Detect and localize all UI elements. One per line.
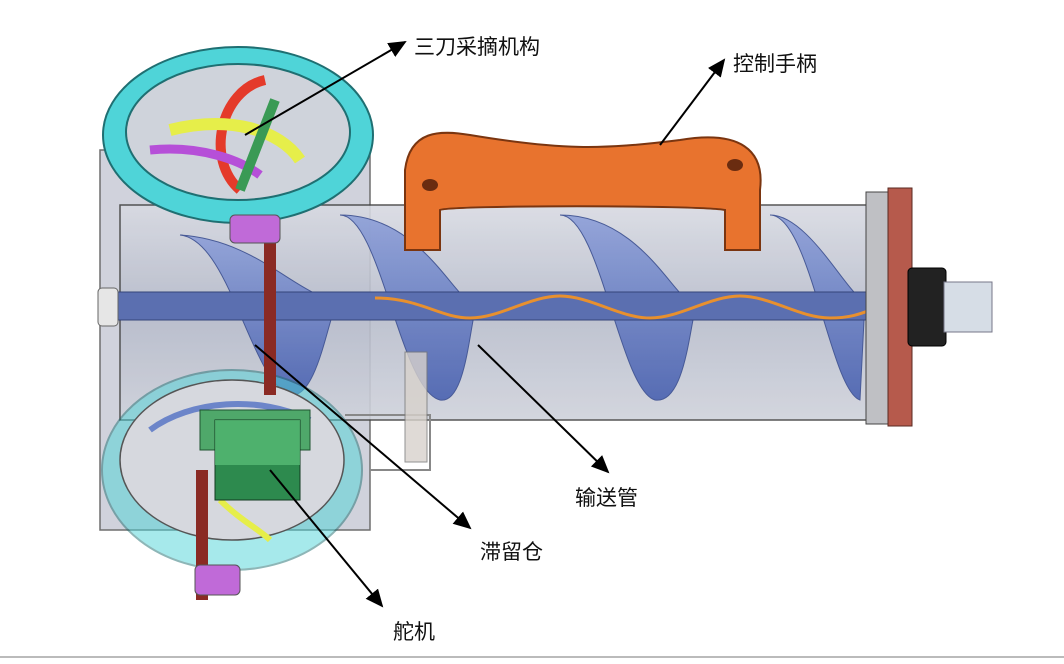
linkage-bracket-lower <box>194 564 241 596</box>
picking-mechanism <box>102 46 374 224</box>
bin-plate <box>404 351 428 463</box>
arrow-servo <box>269 469 384 608</box>
label-holding-bin: 滞留仓 <box>480 540 543 564</box>
label-control-handle: 控制手柄 <box>733 52 817 76</box>
auger-shaft <box>99 291 901 321</box>
orange-wire <box>374 294 886 320</box>
label-picking-mechanism: 三刀采摘机构 <box>414 35 540 59</box>
bin-outlet <box>345 414 431 471</box>
end-flange <box>865 187 993 427</box>
control-handle-shape <box>404 131 762 251</box>
arrow-conveyor-tube <box>477 344 610 474</box>
shaft-end-cap <box>97 287 119 327</box>
linkage-bracket <box>229 214 281 244</box>
bottom-divider <box>0 656 1064 658</box>
arrow-picking-mechanism <box>244 40 407 136</box>
label-servo: 舵机 <box>393 620 435 644</box>
arrow-control-handle <box>659 58 726 146</box>
label-conveyor-tube: 输送管 <box>575 486 638 510</box>
arrow-holding-bin <box>254 344 472 530</box>
linkage-rod <box>264 225 276 395</box>
servo-motor <box>199 409 311 501</box>
